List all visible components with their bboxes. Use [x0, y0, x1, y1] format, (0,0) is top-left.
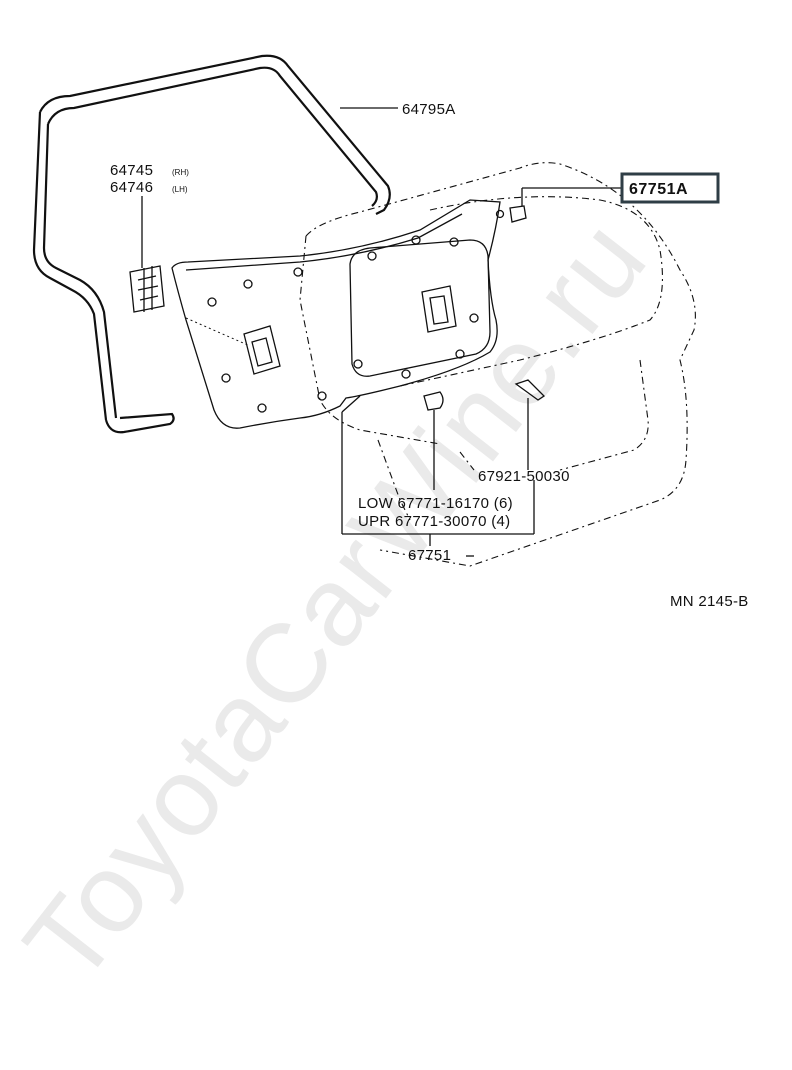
leader-lines — [340, 107, 622, 546]
part-side-lh: (LH) — [172, 185, 188, 194]
diagram-ref-code: MN 2145-B — [670, 593, 749, 610]
part-label-67751: 67751 — [408, 547, 451, 564]
part-label-67771-16170: LOW 67771-16170 (6) — [358, 495, 513, 512]
part-label-64746: 64746 — [110, 179, 153, 196]
hinge-illustration — [129, 196, 165, 313]
clip-illustrations — [423, 205, 546, 411]
part-label-64795a: 64795A — [402, 101, 456, 118]
part-label-67921-50030: 67921-50030 — [478, 468, 570, 485]
part-side-rh: (RH) — [172, 168, 189, 177]
trim-board-illustration — [171, 199, 501, 429]
highlight-box — [620, 172, 720, 204]
part-label-67771-30070: UPR 67771-30070 (4) — [358, 513, 510, 530]
weatherstrip-illustration — [32, 54, 391, 434]
back-door-outline — [299, 162, 696, 567]
watermark-text: ToyotaCarWine.ru — [0, 196, 670, 1004]
part-label-64745: 64745 — [110, 162, 153, 179]
part-label-67751a[interactable]: 67751A — [629, 181, 688, 198]
